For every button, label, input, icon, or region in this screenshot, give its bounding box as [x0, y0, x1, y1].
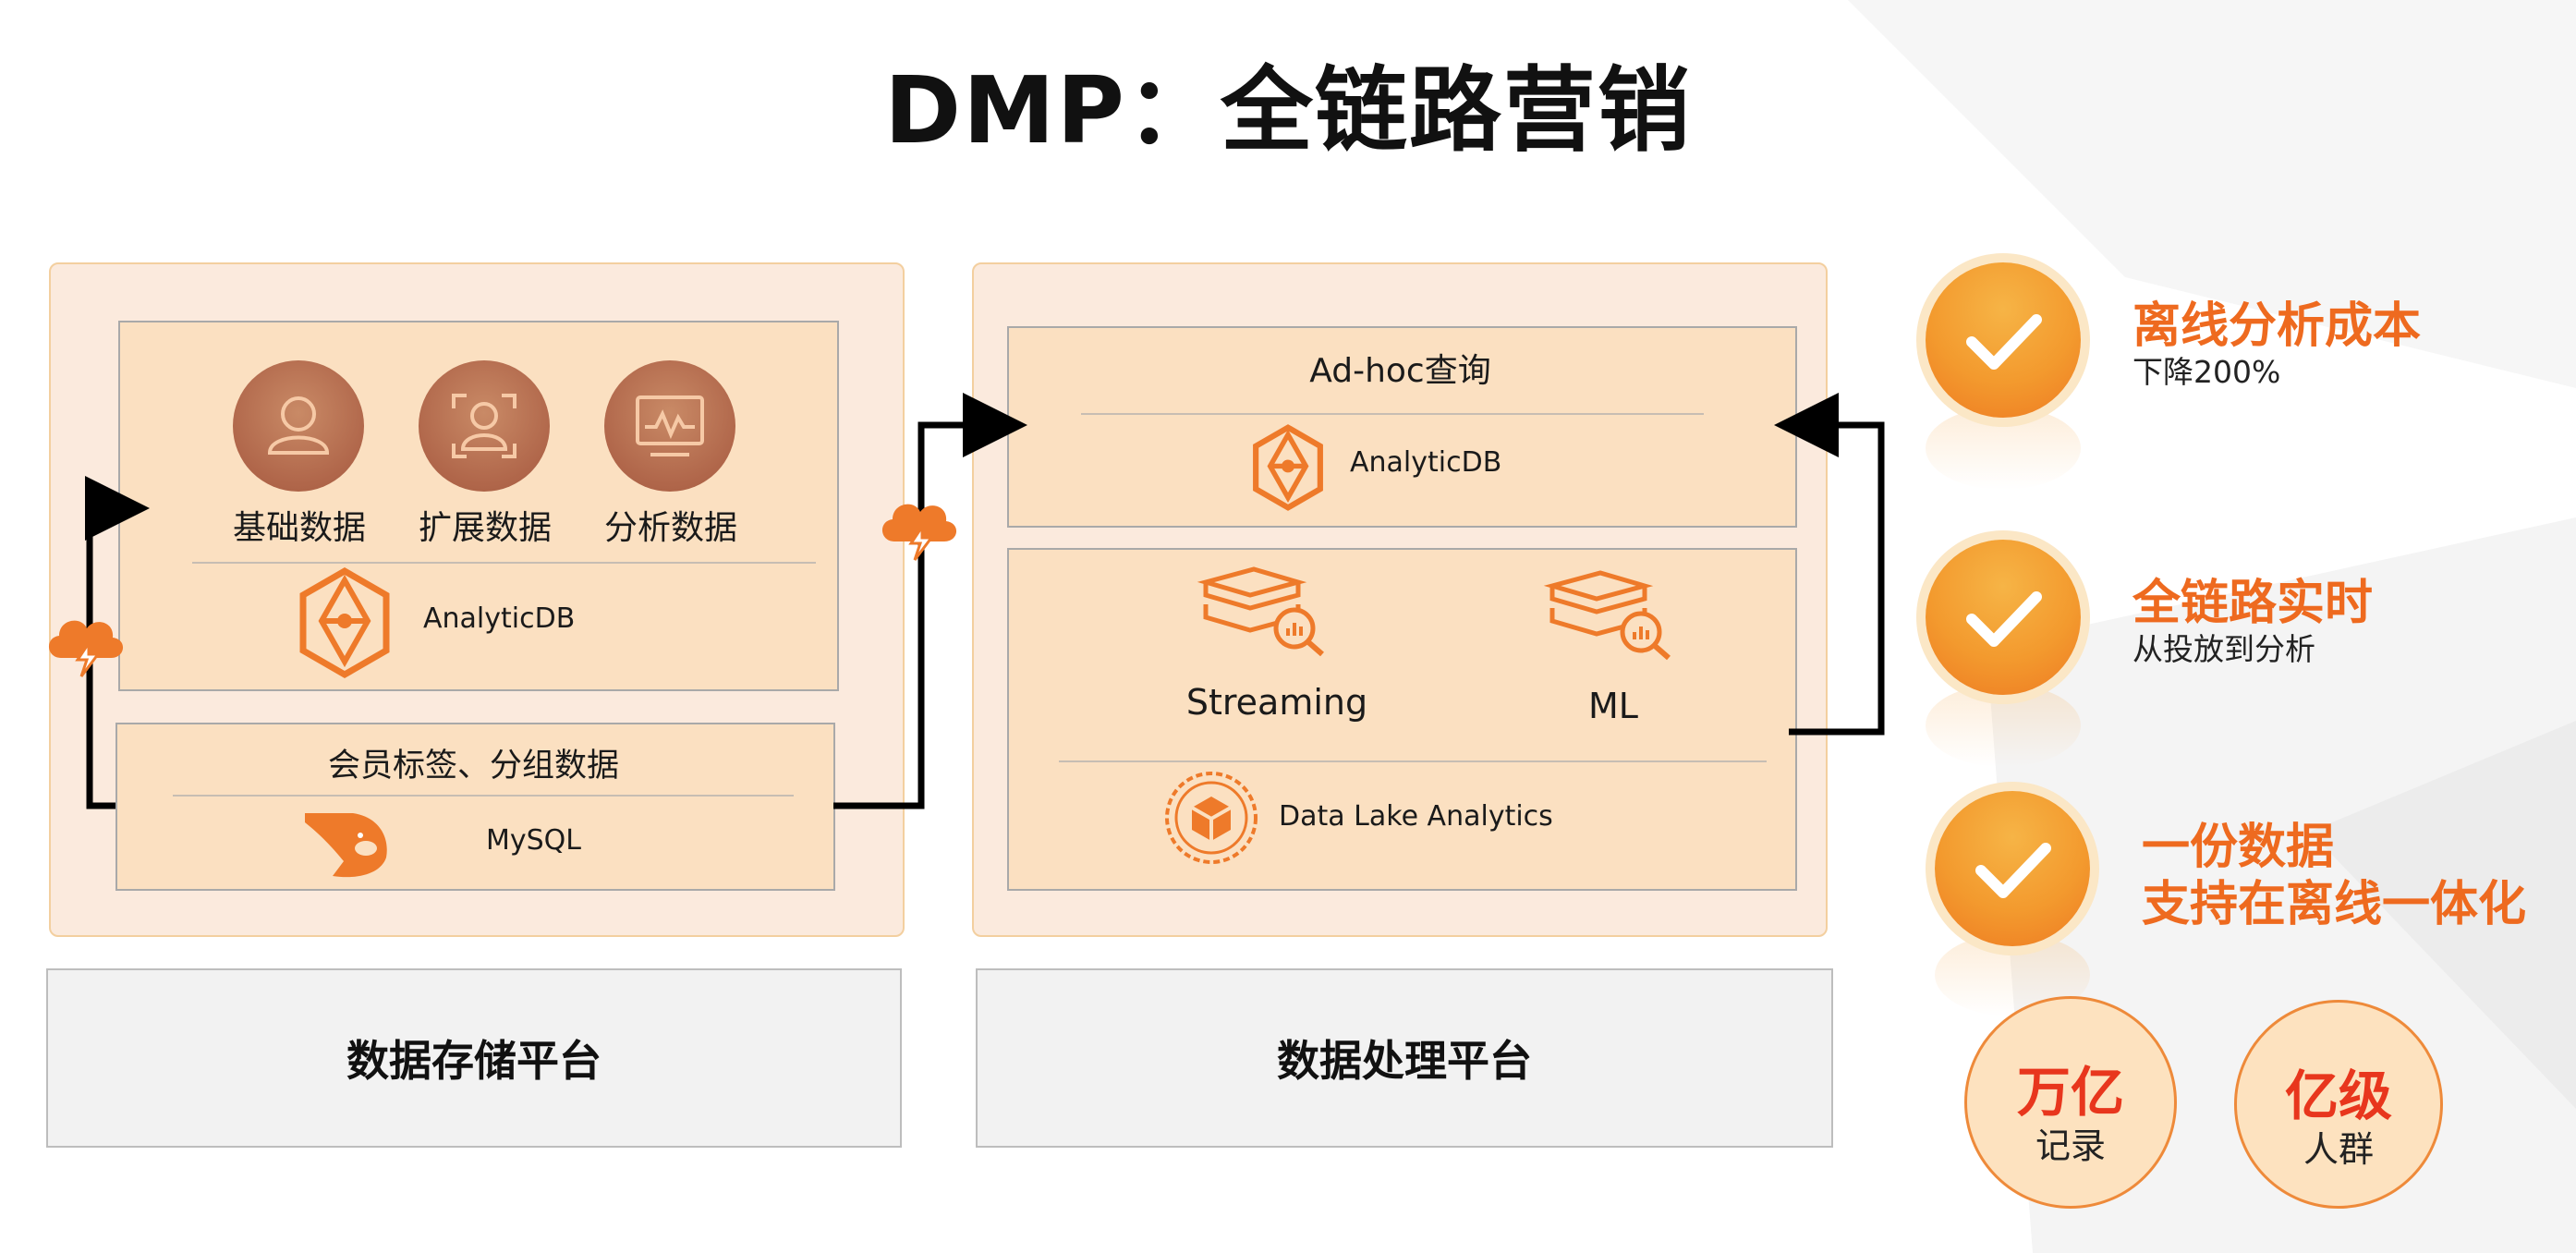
adhoc-query-title: Ad-hoc查询 [1309, 352, 1491, 390]
check-icon [1926, 540, 2081, 695]
mysql-label: MySQL [486, 824, 582, 857]
streaming-label: Streaming [1185, 682, 1368, 723]
cloud-sync-icon [881, 504, 957, 561]
dla-label: Data Lake Analytics [1279, 800, 1553, 833]
highlight-title: 离线分析成本 [2132, 298, 2422, 354]
stat-value: 万亿 [2016, 1061, 2124, 1124]
check-icon [1926, 262, 2081, 418]
highlight-title-line1: 一份数据 [2142, 820, 2335, 875]
highlight-subtitle: 下降200% [2132, 354, 2281, 390]
member-data-box [115, 723, 835, 891]
data-lake-analytics-icon [1165, 772, 1258, 864]
user-icon [233, 360, 364, 492]
streaming-icon [1197, 566, 1324, 657]
stat-badge: 万亿 记录 [1964, 996, 2177, 1209]
analyticdb-label: AnalyticDB [423, 602, 576, 635]
analysis-data-label: 分析数据 [604, 509, 738, 547]
check-reflection [1926, 684, 2081, 767]
divider [1081, 413, 1704, 415]
stat-value: 亿级 [2284, 1064, 2392, 1127]
extended-data-label: 扩展数据 [419, 509, 553, 547]
stat-label: 人群 [2303, 1129, 2374, 1170]
divider [1059, 760, 1767, 762]
stat-label: 记录 [2035, 1125, 2106, 1166]
cloud-sync-icon [48, 620, 124, 677]
ml-label: ML [1588, 686, 1638, 726]
ml-icon [1543, 570, 1671, 661]
basic-data-label: 基础数据 [233, 509, 367, 547]
user-scan-icon [419, 360, 550, 492]
page-title: DMP：全链路营销 [884, 56, 1692, 164]
storage-platform-label: 数据存储平台 [46, 968, 902, 1148]
divider [173, 795, 794, 797]
member-data-title: 会员标签、分组数据 [327, 748, 619, 785]
adhoc-analyticdb-label: AnalyticDB [1350, 446, 1502, 479]
analyticdb-icon [299, 566, 390, 679]
check-reflection [1926, 407, 2081, 490]
highlight-subtitle: 从投放到分析 [2132, 631, 2315, 667]
highlight-title-line2: 支持在离线一体化 [2142, 877, 2527, 932]
divider [192, 562, 816, 564]
stat-badge: 亿级 人群 [2234, 1000, 2443, 1209]
analyticdb-icon [1253, 424, 1323, 511]
processing-platform-label: 数据处理平台 [976, 968, 1833, 1148]
monitor-chart-icon [604, 360, 735, 492]
check-icon [1935, 791, 2090, 946]
highlight-title: 全链路实时 [2132, 576, 2374, 631]
mysql-icon [305, 813, 387, 878]
compute-box [1007, 548, 1797, 891]
